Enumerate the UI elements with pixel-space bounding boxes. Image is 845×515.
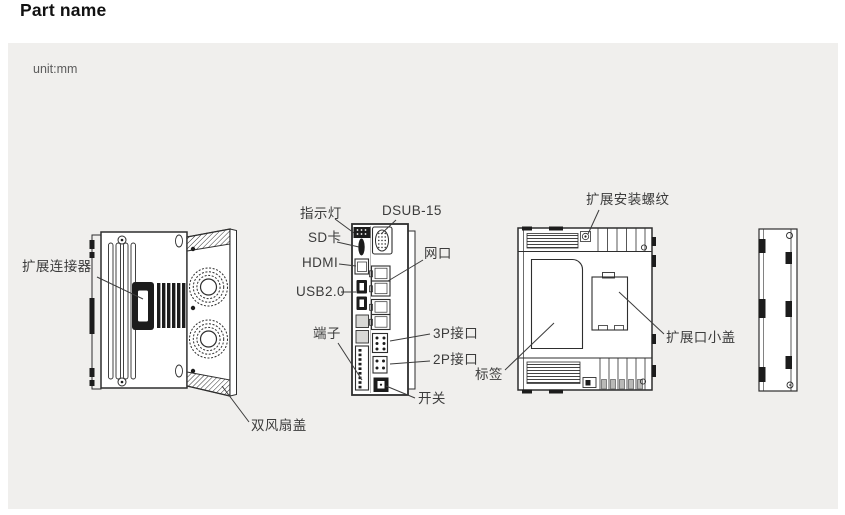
aux-connector — [355, 314, 369, 328]
fan-cover-edge — [229, 228, 237, 397]
lan-ports — [369, 265, 391, 331]
indicator-light-block — [353, 227, 371, 238]
aux-connector — [355, 330, 369, 344]
oval-cutout — [175, 234, 183, 248]
label-sticker-area — [530, 258, 584, 350]
leader-lines — [96, 209, 665, 423]
top-rib-lines — [597, 228, 646, 252]
io-panel-view — [351, 223, 416, 396]
port-2p — [372, 355, 388, 374]
screw-icon — [640, 244, 648, 251]
screw-hole — [786, 381, 794, 389]
expansion-mount-screw — [580, 231, 591, 242]
callout-indicator-light: 指示灯 — [300, 206, 342, 221]
callout-port-2p: 2P接口 — [433, 352, 479, 367]
screw-icon — [639, 378, 647, 385]
callout-lan-port: 网口 — [424, 246, 452, 261]
callout-sd-card: SD卡 — [308, 230, 342, 245]
fan-cover-hatch-top — [186, 228, 231, 252]
callout-usb: USB2.0 — [296, 284, 345, 299]
fan-icon-bottom — [189, 319, 228, 359]
callout-expansion-connector: 扩展连接器 — [22, 259, 92, 274]
callout-terminal: 端子 — [313, 326, 341, 341]
power-switch — [373, 377, 389, 392]
oval-cutout — [175, 364, 183, 378]
screw-hole — [786, 232, 793, 239]
screw-hole-dot — [789, 384, 791, 386]
mount-tabs — [89, 240, 95, 386]
callout-label-sticker: 标签 — [475, 367, 503, 382]
bottom-connector — [582, 377, 597, 388]
expansion-connector — [132, 282, 154, 330]
expansion-port-cover — [591, 272, 629, 331]
callout-power-switch: 开关 — [418, 391, 446, 406]
screw-icon — [117, 235, 127, 387]
callout-hdmi: HDMI — [302, 255, 339, 270]
terminal-block — [354, 345, 370, 391]
callout-expansion-mount-thread: 扩展安装螺纹 — [586, 192, 670, 207]
cover-screw-dots — [190, 246, 196, 374]
callout-expansion-port-cover: 扩展口小盖 — [666, 330, 736, 345]
usb-ports — [356, 280, 367, 310]
fan-icon-top — [189, 267, 228, 307]
sd-card-slot — [358, 238, 365, 256]
page-title: Part name — [20, 0, 107, 20]
callout-port-3p: 3P接口 — [433, 326, 479, 341]
side-cover-view — [758, 228, 798, 392]
mount-feet — [522, 226, 656, 394]
top-vent — [526, 233, 579, 249]
unit-note: unit:mm — [33, 62, 78, 76]
callout-dsub15: DSUB-15 — [382, 203, 442, 218]
callout-dual-fan-cover: 双风扇盖 — [251, 418, 307, 433]
heatsink-fins — [157, 283, 186, 328]
dsub15-connector — [371, 226, 393, 255]
front-view — [517, 226, 656, 394]
left-device-view — [89, 228, 237, 397]
side-tabs — [758, 239, 792, 382]
port-3p — [371, 332, 389, 354]
bottom-vent — [526, 361, 581, 384]
hdmi-port — [354, 258, 370, 275]
